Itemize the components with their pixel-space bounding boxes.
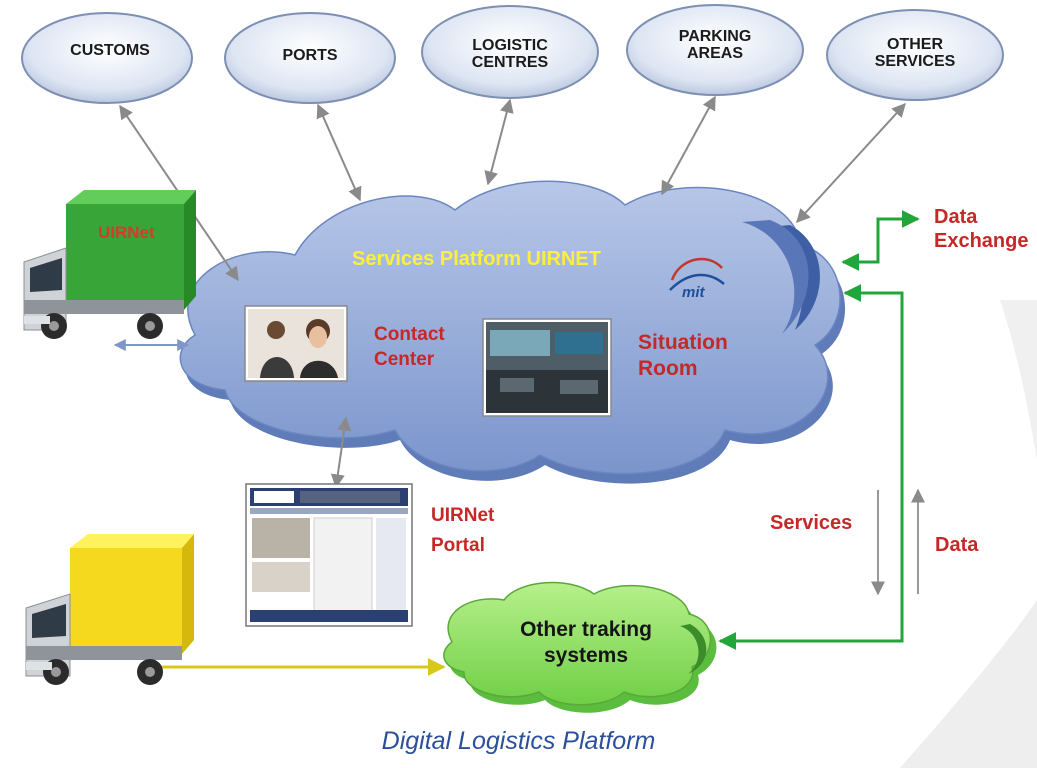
node-label-logistic-centres: LOGISTIC CENTRES <box>471 37 549 72</box>
arrow-parking-platform <box>661 95 716 196</box>
truck-logo-text: UIRNet <box>98 223 155 242</box>
node-parking-areas <box>626 4 804 96</box>
arrow-platform-portal <box>330 416 352 489</box>
node-customs <box>21 12 193 104</box>
arrow-data-exchange <box>841 210 920 271</box>
contact-center-photo <box>244 305 348 382</box>
node-label-ports: PORTS <box>282 47 338 64</box>
other-tracking-label: Other traking systems <box>520 618 652 668</box>
situation-room-photo <box>482 318 612 417</box>
data-label: Data <box>935 534 979 556</box>
other-tracking-cloud <box>443 581 717 713</box>
node-label-other-services: OTHER SERVICES <box>874 36 956 71</box>
node-other-services <box>826 9 1004 101</box>
portal-label: UIRNet Portal <box>431 505 495 557</box>
mit-logo: mit <box>669 257 725 301</box>
background-swoosh <box>900 600 1037 768</box>
data-exchange-label: Data Exchange <box>934 206 1029 252</box>
services-label: Services <box>770 512 853 534</box>
node-label-parking-areas: PARKING AREAS <box>678 28 752 63</box>
uirnet-portal-screenshot <box>245 483 413 627</box>
node-logistic-centres <box>421 5 599 99</box>
arrow-ports-platform <box>316 103 362 202</box>
truck-yellow <box>25 534 194 685</box>
logo-text: mit <box>682 284 706 301</box>
diagram-caption: Digital Logistics Platform <box>381 727 656 755</box>
truck-uirnet-green: UIRNet <box>23 190 196 339</box>
contact-center-label: Contact Center <box>374 324 445 371</box>
node-ports <box>224 12 396 104</box>
node-label-customs: CUSTOMS <box>70 42 150 59</box>
background-swoosh <box>1000 300 1037 460</box>
arrow-tracking-platform <box>718 284 904 650</box>
situation-room-label: Situation Room <box>638 331 728 381</box>
arrow-logistic-platform <box>484 98 514 186</box>
platform-title: Services Platform UIRNET <box>352 248 601 270</box>
arrow-other-services-platform <box>796 102 906 224</box>
